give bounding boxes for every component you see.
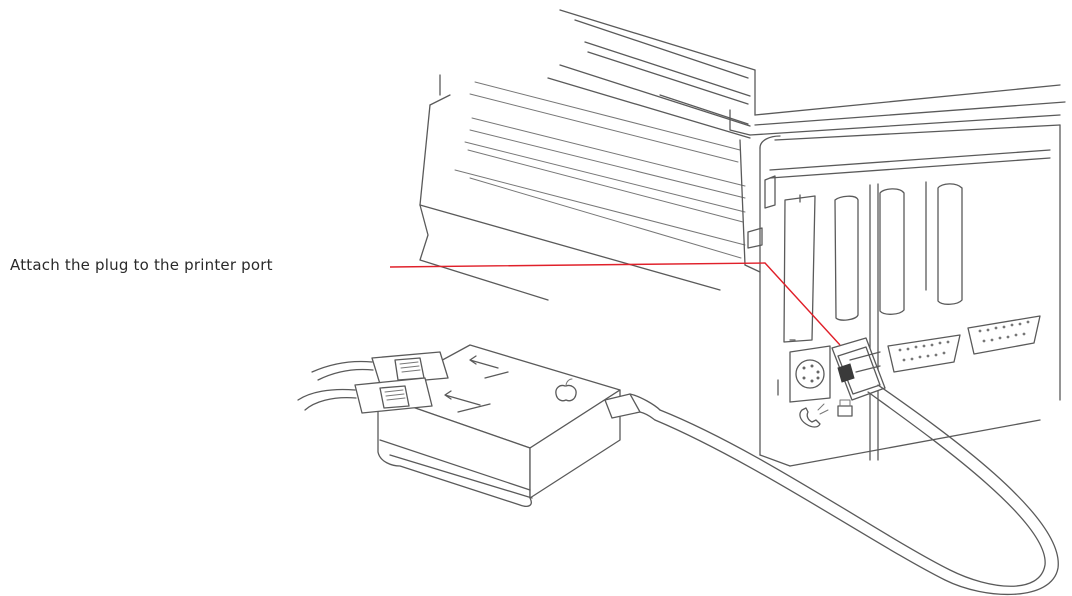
serial-connector-1 (887, 334, 961, 373)
apple-logo (555, 378, 577, 402)
plug-lower (354, 377, 433, 414)
adapter-box (297, 344, 661, 507)
phone-icon (799, 403, 829, 428)
round-port (789, 345, 831, 403)
cable (654, 384, 1059, 596)
serial-connector-2 (967, 315, 1041, 355)
printer-icon (837, 399, 853, 417)
plug-upper (371, 351, 449, 385)
callout-leader (389, 262, 841, 346)
monitor (547, 9, 756, 139)
printer-port-connector (831, 337, 886, 401)
computer (419, 9, 1066, 467)
case (419, 74, 1066, 467)
callout-label: Attach the plug to the printer port (10, 256, 273, 274)
